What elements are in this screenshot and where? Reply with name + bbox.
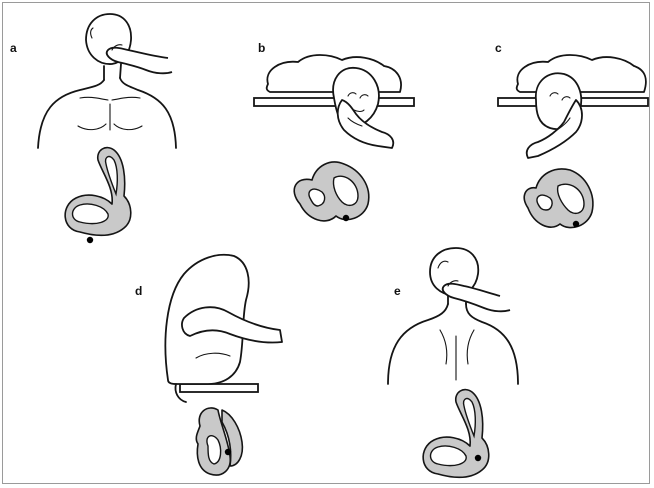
panel-b-canal-diagram — [294, 162, 369, 221]
panel-b-patient-figure — [254, 55, 414, 148]
panel-d-canal-diagram — [196, 408, 242, 475]
panel-e-patient-figure — [388, 248, 518, 384]
panel-a-canal-diagram — [65, 148, 131, 244]
panel-e-canal-diagram — [423, 390, 489, 478]
panel-c-patient-figure — [498, 55, 648, 158]
panel-d-patient-figure — [165, 255, 282, 402]
panel-c-canal-diagram — [524, 169, 593, 228]
panel-a-patient-figure — [38, 14, 176, 148]
